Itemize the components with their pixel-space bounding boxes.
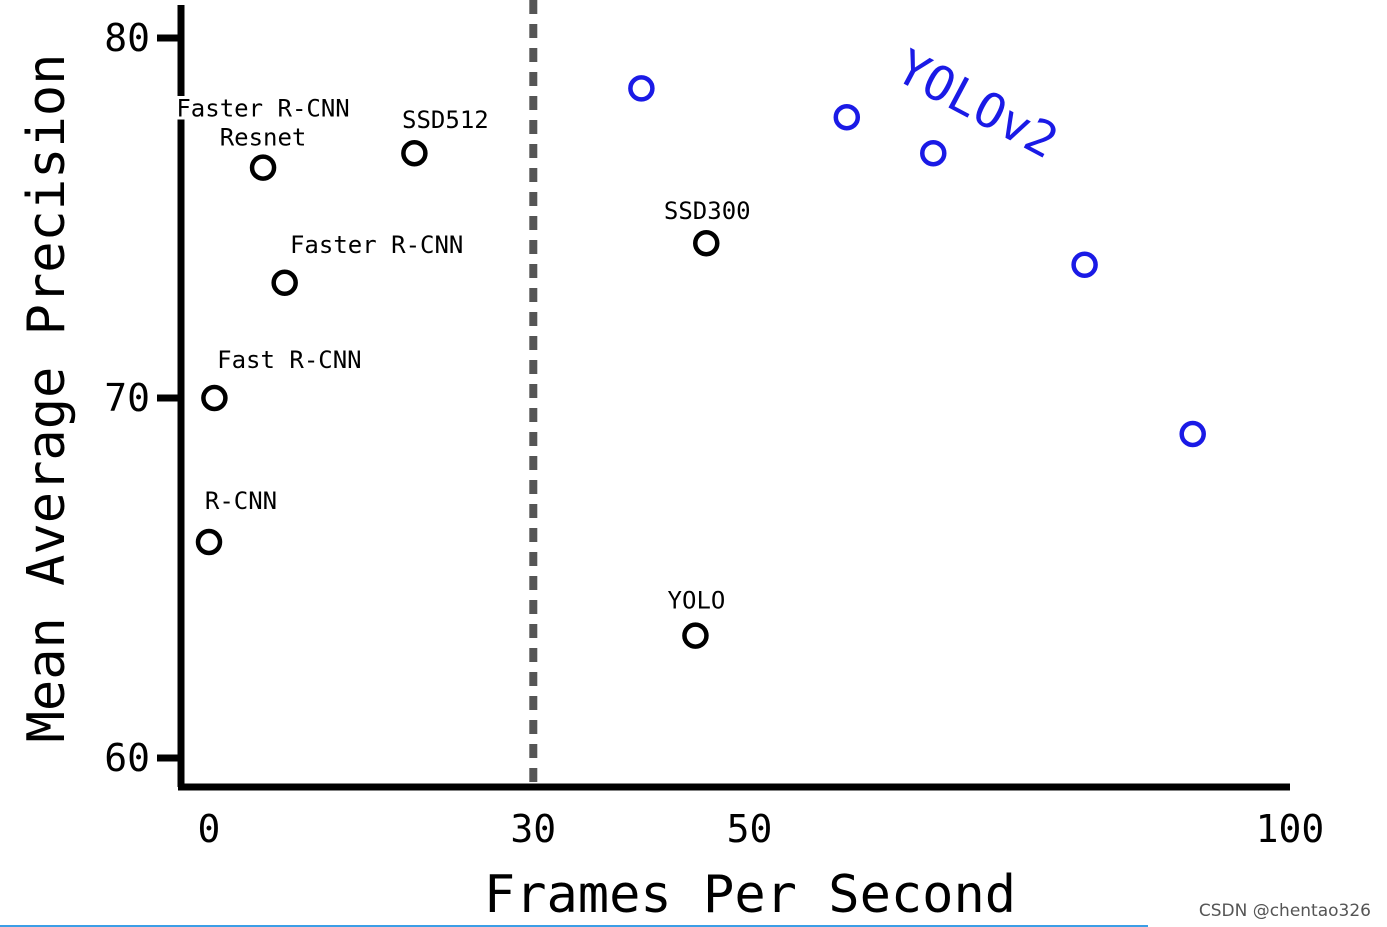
- point-label: R-CNN: [205, 487, 277, 515]
- x-axis-title: Frames Per Second: [484, 865, 1016, 925]
- detector-point: [195, 528, 223, 556]
- data-points: [195, 75, 1206, 649]
- detector-point: [201, 384, 228, 412]
- yolov2-point: [628, 75, 655, 102]
- yolov2-point: [1071, 251, 1098, 279]
- detector-point: [401, 139, 428, 167]
- yolov2-point: [920, 139, 947, 167]
- detector-point: [249, 154, 277, 181]
- yolov2-point: [833, 103, 861, 131]
- y-tick-label: 60: [104, 736, 150, 780]
- x-tick-label: 100: [1256, 807, 1325, 851]
- x-tick-label: 30: [510, 807, 556, 851]
- y-axis-title: Mean Average Precision: [17, 54, 77, 743]
- y-tick-label: 80: [104, 16, 150, 60]
- point-label: Faster R-CNN: [176, 95, 349, 123]
- detector-point: [271, 269, 298, 297]
- bottom-divider: [0, 925, 1148, 927]
- point-label: SSD300: [664, 197, 751, 225]
- point-label: SSD512: [402, 106, 489, 134]
- detector-point: [682, 622, 709, 649]
- series-label-yolov2: YOLOv2: [887, 39, 1066, 170]
- yolov2-point: [1179, 420, 1206, 448]
- x-tick-label: 50: [727, 807, 773, 851]
- point-label: Faster R-CNN: [290, 231, 463, 259]
- x-tick-label: 0: [198, 807, 221, 851]
- y-tick-label: 70: [104, 376, 150, 420]
- detector-point: [693, 229, 720, 257]
- point-label: YOLO: [668, 587, 726, 615]
- point-label: Resnet: [220, 124, 307, 152]
- watermark-text: CSDN @chentao326: [1198, 901, 1371, 921]
- point-label: Fast R-CNN: [217, 346, 362, 374]
